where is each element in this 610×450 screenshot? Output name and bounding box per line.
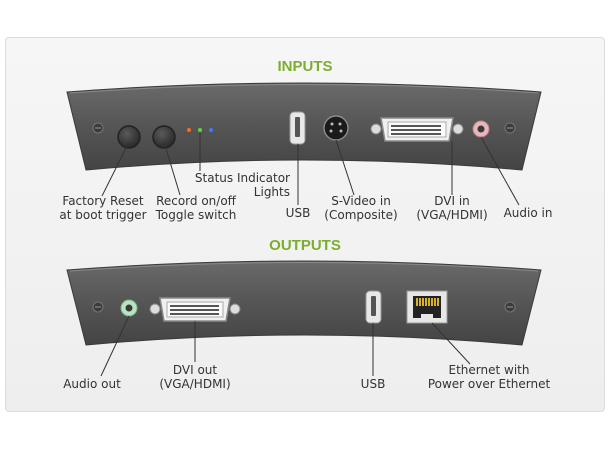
screw-icon xyxy=(92,301,104,313)
factory-reset-button-icon xyxy=(117,125,141,149)
inputs-leader-lines xyxy=(101,133,520,206)
audio-out-jack-icon xyxy=(120,299,138,317)
dvi-out-port-icon xyxy=(149,297,241,322)
dvi-in-port-icon xyxy=(370,117,464,142)
svideo-port-icon xyxy=(323,115,349,141)
audio-in-jack-icon xyxy=(472,120,490,138)
usb-port-icon xyxy=(365,290,382,324)
outputs-title: OUTPUTS xyxy=(269,237,341,254)
svideo-label: S-Video in(Composite) xyxy=(324,194,398,222)
dvi-out-label: DVI out(VGA/HDMI) xyxy=(159,363,231,391)
screw-icon xyxy=(92,122,104,134)
audio-in-label: Audio in xyxy=(503,206,553,220)
status-led-orange-icon xyxy=(187,128,191,132)
outputs-leader-lines xyxy=(100,315,471,377)
inputs-title: INPUTS xyxy=(277,58,333,75)
ethernet-port-icon xyxy=(406,290,448,324)
usb-in-label: USB xyxy=(285,206,311,220)
audio-out-label: Audio out xyxy=(63,377,121,391)
screw-icon xyxy=(504,301,516,313)
usb-port-icon xyxy=(289,111,306,145)
status-led-green-icon xyxy=(198,128,202,132)
record-toggle-switch-icon xyxy=(152,125,176,149)
outputs-panel xyxy=(66,260,542,346)
screw-icon xyxy=(504,122,516,134)
usb-out-label: USB xyxy=(360,377,386,391)
dvi-in-label: DVI in(VGA/HDMI) xyxy=(416,194,488,222)
status-led-blue-icon xyxy=(209,128,213,132)
